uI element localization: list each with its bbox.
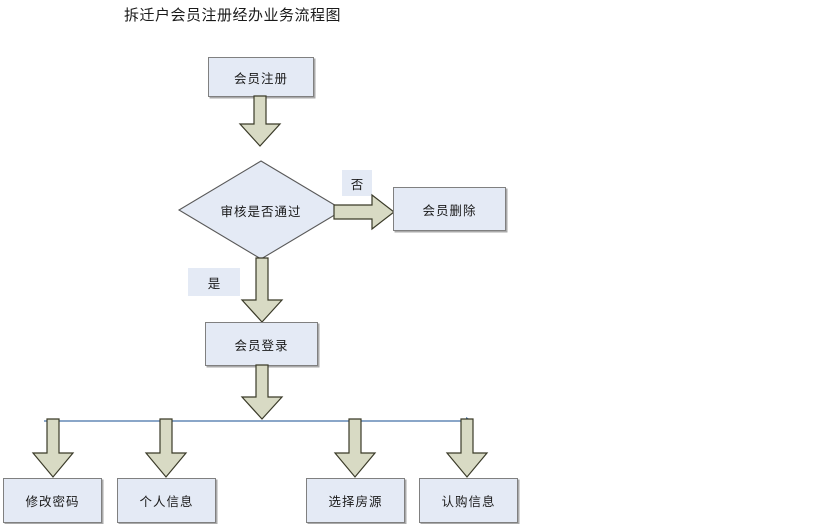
node-member-delete-label: 会员删除 — [422, 203, 477, 218]
horizontal-connector-line-icon — [42, 414, 474, 428]
node-review-decision[interactable]: 审核是否通过 — [177, 160, 345, 260]
arrow-branch-personal-info — [143, 418, 191, 479]
node-personal-info-label: 个人信息 — [139, 495, 194, 509]
edge-label-yes-text: 是 — [207, 276, 221, 291]
node-member-registration[interactable]: 会员注册 — [208, 57, 314, 97]
edge-label-yes: 是 — [188, 268, 240, 296]
page-title: 拆迁户会员注册经办业务流程图 — [124, 8, 342, 24]
node-select-house[interactable]: 选择房源 — [306, 478, 405, 523]
arrow-decision-to-login — [238, 257, 286, 324]
node-purchase-info[interactable]: 认购信息 — [419, 478, 518, 523]
arrow-branch-change-password — [30, 418, 78, 479]
node-purchase-info-label: 认购信息 — [441, 495, 496, 509]
edge-label-no: 否 — [342, 170, 372, 196]
node-member-login[interactable]: 会员登录 — [205, 322, 318, 366]
arrow-register-to-decision — [236, 95, 284, 148]
node-select-house-label: 选择房源 — [328, 495, 383, 509]
node-change-password-label: 修改密码 — [25, 495, 80, 509]
node-member-login-label: 会员登录 — [234, 338, 289, 353]
node-personal-info[interactable]: 个人信息 — [117, 478, 216, 523]
node-change-password[interactable]: 修改密码 — [3, 478, 102, 523]
arrow-decision-to-delete — [333, 193, 396, 231]
arrow-branch-purchase-info — [444, 418, 492, 479]
edge-label-no-text: 否 — [350, 177, 364, 192]
node-member-delete[interactable]: 会员删除 — [393, 187, 506, 231]
arrow-branch-select-house — [332, 418, 380, 479]
arrow-login-to-branches — [238, 364, 286, 421]
node-member-registration-label: 会员注册 — [233, 71, 288, 86]
